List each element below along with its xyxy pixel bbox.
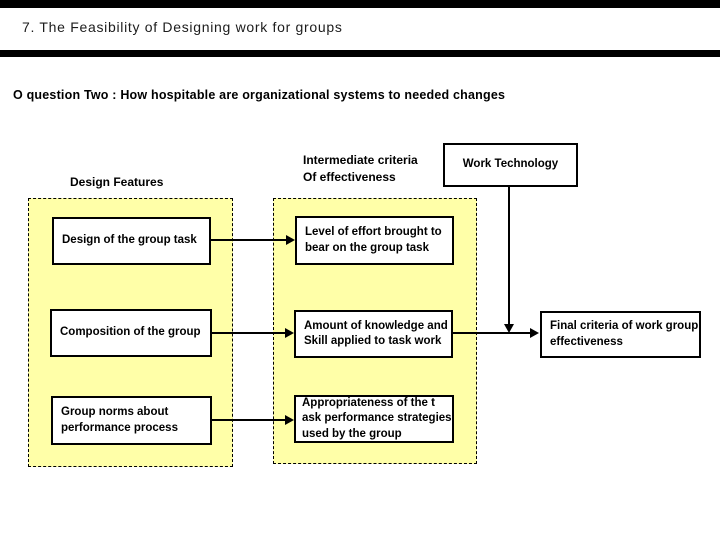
box-task-strategies: Appropriateness of the t ask performance…: [294, 395, 454, 443]
question-text: O question Two : How hospitable are orga…: [13, 88, 506, 102]
box-group-norms: Group norms about performance process: [51, 396, 212, 445]
page-title: 7. The Feasibility of Designing work for…: [22, 19, 343, 35]
box-final-criteria: Final criteria of work group effectivene…: [540, 311, 701, 358]
box-knowledge-skill: Amount of knowledge and Skill applied to…: [294, 310, 453, 358]
design-features-header: Design Features: [70, 175, 164, 189]
box-composition-of-group: Composition of the group: [50, 309, 212, 357]
title-divider-rule: [0, 50, 720, 57]
box-work-technology: Work Technology: [443, 143, 578, 187]
top-bar: [0, 0, 720, 8]
box-design-of-group-task: Design of the group task: [52, 217, 211, 265]
box-level-of-effort: Level of effort brought to bear on the g…: [295, 216, 454, 265]
intermediate-criteria-header: Intermediate criteria Of effectiveness: [303, 153, 418, 184]
